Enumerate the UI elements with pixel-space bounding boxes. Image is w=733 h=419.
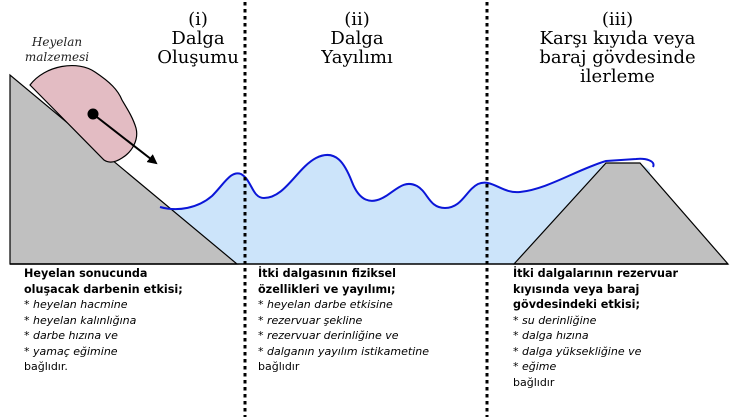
panel-heading: oluşacak darbenin etkisi;: [24, 282, 183, 296]
panel-item: * darbe hızına ve: [24, 329, 118, 342]
landslide-mass: [29, 64, 138, 163]
panel-item: * rezervuar şekline: [258, 313, 363, 327]
wave-line: [159, 154, 655, 211]
stage-number: (i): [188, 9, 208, 30]
panel-item: * dalganın yayılım istikametine: [258, 344, 429, 358]
stage-number: (iii): [601, 9, 634, 30]
stage-number: (ii): [344, 9, 370, 30]
stage-title-line: Dalga: [330, 28, 384, 49]
panel-footer: bağlıdır: [258, 360, 300, 373]
stage-title-1: (i) Dalga Oluşumu: [138, 10, 258, 67]
panel-item: * yamaç eğimine: [24, 344, 118, 358]
panel-heading: gövdesindeki etkisi;: [513, 298, 640, 311]
panel-item: * eğime: [513, 360, 557, 373]
panel-footer: bağlıdır: [513, 375, 555, 389]
panel-heading: İtki dalgalarının rezervuar: [513, 267, 679, 280]
panel-heading: kıyısında veya baraj: [513, 282, 640, 296]
panel-item: * dalga hızına: [513, 329, 589, 342]
stage-title-2: (ii) Dalga Yayılımı: [272, 10, 442, 67]
panel-item: * heyelan kalınlığına: [24, 313, 137, 327]
water-body: [160, 154, 651, 264]
landslide-center-dot: [87, 108, 99, 120]
panel-item: * dalga yüksekliğine ve: [513, 344, 642, 358]
panel-footer: bağlıdır.: [24, 360, 68, 373]
panel-wave-propagation: İtki dalgasının fiziksel özellikleri ve …: [258, 266, 488, 375]
landslide-label-line: malzemesi: [24, 50, 90, 64]
panel-item: * heyelan hacmine: [24, 298, 128, 311]
panel-item: * rezervuar derinliğine ve: [258, 329, 399, 342]
stage-title-3: (iii) Karşı kıyıda veya baraj gövdesinde…: [510, 10, 725, 86]
panel-heading: İtki dalgasının fiziksel: [258, 267, 396, 280]
panel-item: * su derinliğine: [513, 313, 597, 327]
stage-title-line: Yayılımı: [321, 47, 393, 68]
panel-item: * heyelan darbe etkisine: [258, 298, 393, 311]
landslide-label-line: Heyelan: [31, 35, 83, 49]
landslide-label: Heyelan malzemesi: [12, 35, 102, 65]
panel-runup: İtki dalgalarının rezervuar kıyısında ve…: [513, 266, 728, 390]
motion-arrow: [92, 113, 158, 165]
stage-title-line: Oluşumu: [157, 47, 239, 68]
stage-title-line: baraj gövdesinde: [539, 47, 696, 68]
stage-title-line: Karşı kıyıda veya: [539, 28, 696, 49]
panel-heading: özellikleri ve yayılımı;: [258, 282, 396, 296]
panel-wave-generation: Heyelan sonucunda oluşacak darbenin etki…: [24, 266, 239, 375]
stage-title-line: ilerleme: [580, 66, 655, 87]
panel-heading: Heyelan sonucunda: [24, 267, 148, 280]
stage-title-line: Dalga: [171, 28, 225, 49]
